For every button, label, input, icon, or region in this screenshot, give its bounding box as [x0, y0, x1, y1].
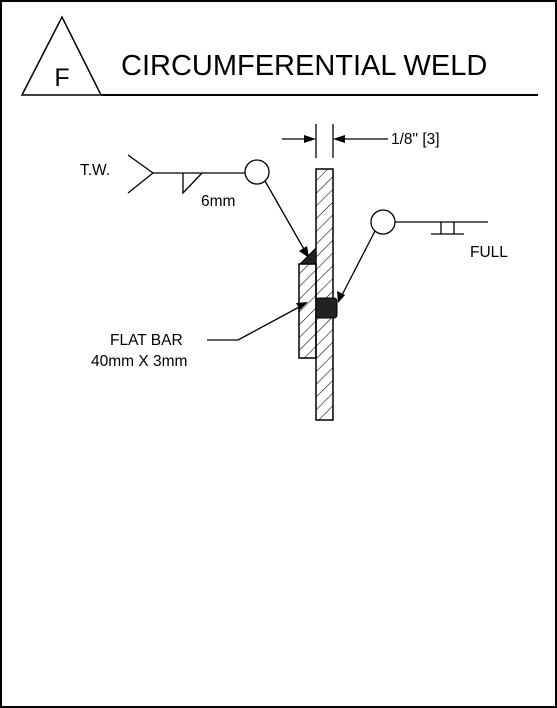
flat-bar: [298, 263, 317, 359]
gap-dimension-label: 1/8" [3]: [391, 131, 440, 148]
tail-note: T.W.: [80, 162, 110, 179]
flat-bar-label-line2: 40mm X 3mm: [91, 353, 187, 370]
fillet-size-label: 6mm: [201, 193, 235, 210]
detail-tag-triangle: [20, 15, 103, 96]
detail-tag-letter: F: [54, 64, 69, 92]
flat-bar-leader-arrow: [296, 302, 308, 310]
weld-tail-lower: [127, 172, 154, 194]
fillet-weld-symbol: [182, 172, 203, 195]
fillet-arrow-leader: [264, 180, 306, 252]
groove-weld-bead: [315, 297, 338, 319]
fillet-arrow-head: [299, 246, 309, 258]
flat-bar-leader-diagonal: [237, 305, 302, 341]
dimension-arrow-left-head: [304, 135, 316, 143]
groove-arrow-head: [337, 291, 345, 303]
main-plate: [315, 168, 334, 421]
dimension-arrow-right-head: [333, 135, 345, 143]
groove-note-label: FULL: [470, 244, 508, 261]
flat-bar-label-line1: FLAT BAR: [110, 332, 183, 349]
weld-all-around-circle-left: [244, 159, 270, 185]
weld-tail-upper: [127, 154, 154, 174]
weld-all-around-circle-right: [370, 209, 396, 235]
detail-title: CIRCUMFERENTIAL WELD: [121, 50, 487, 82]
groove-arrow-leader: [340, 230, 376, 298]
